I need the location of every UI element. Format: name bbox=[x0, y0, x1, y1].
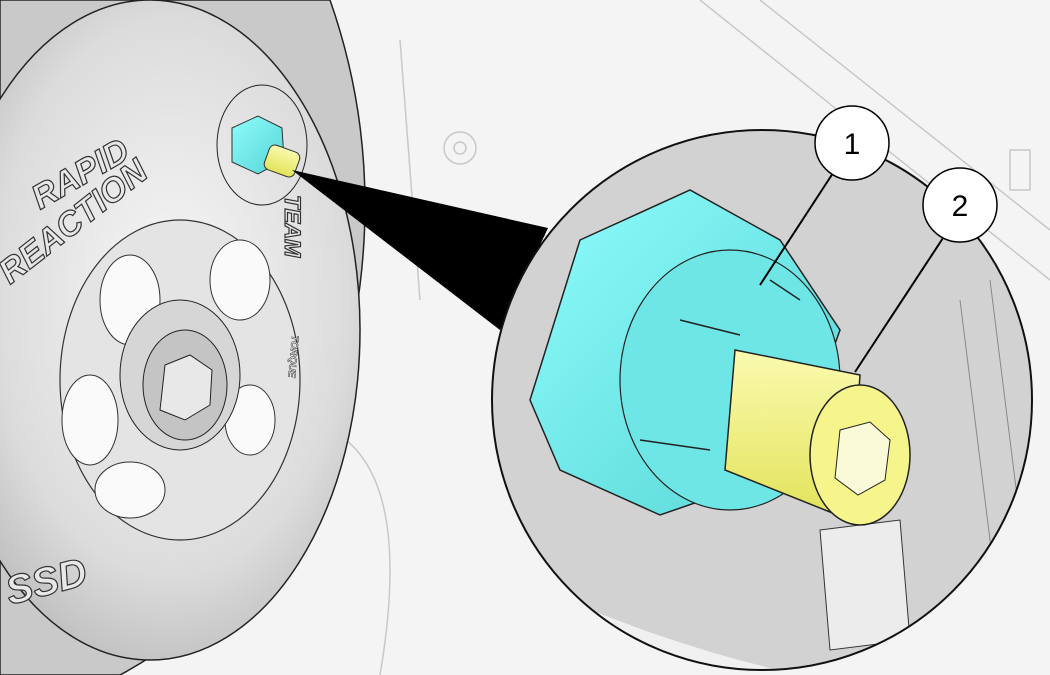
callout-1: 1 bbox=[814, 105, 890, 181]
callout-2-leader bbox=[854, 234, 946, 373]
wheel-text-torque: TORQUE bbox=[285, 335, 300, 379]
callout-1-leader bbox=[759, 169, 836, 286]
callout-2-label: 2 bbox=[952, 190, 969, 223]
magnified-detail bbox=[491, 129, 1033, 671]
set-screw bbox=[724, 349, 911, 526]
axle-bolt-head bbox=[159, 354, 213, 421]
hex-socket bbox=[834, 421, 891, 496]
small-nut-and-screw bbox=[231, 115, 301, 178]
callout-2: 2 bbox=[922, 167, 998, 243]
wheel-text-team: TEAM bbox=[280, 195, 305, 258]
callout-1-label: 1 bbox=[844, 128, 861, 161]
magnification-pointer bbox=[292, 170, 548, 330]
